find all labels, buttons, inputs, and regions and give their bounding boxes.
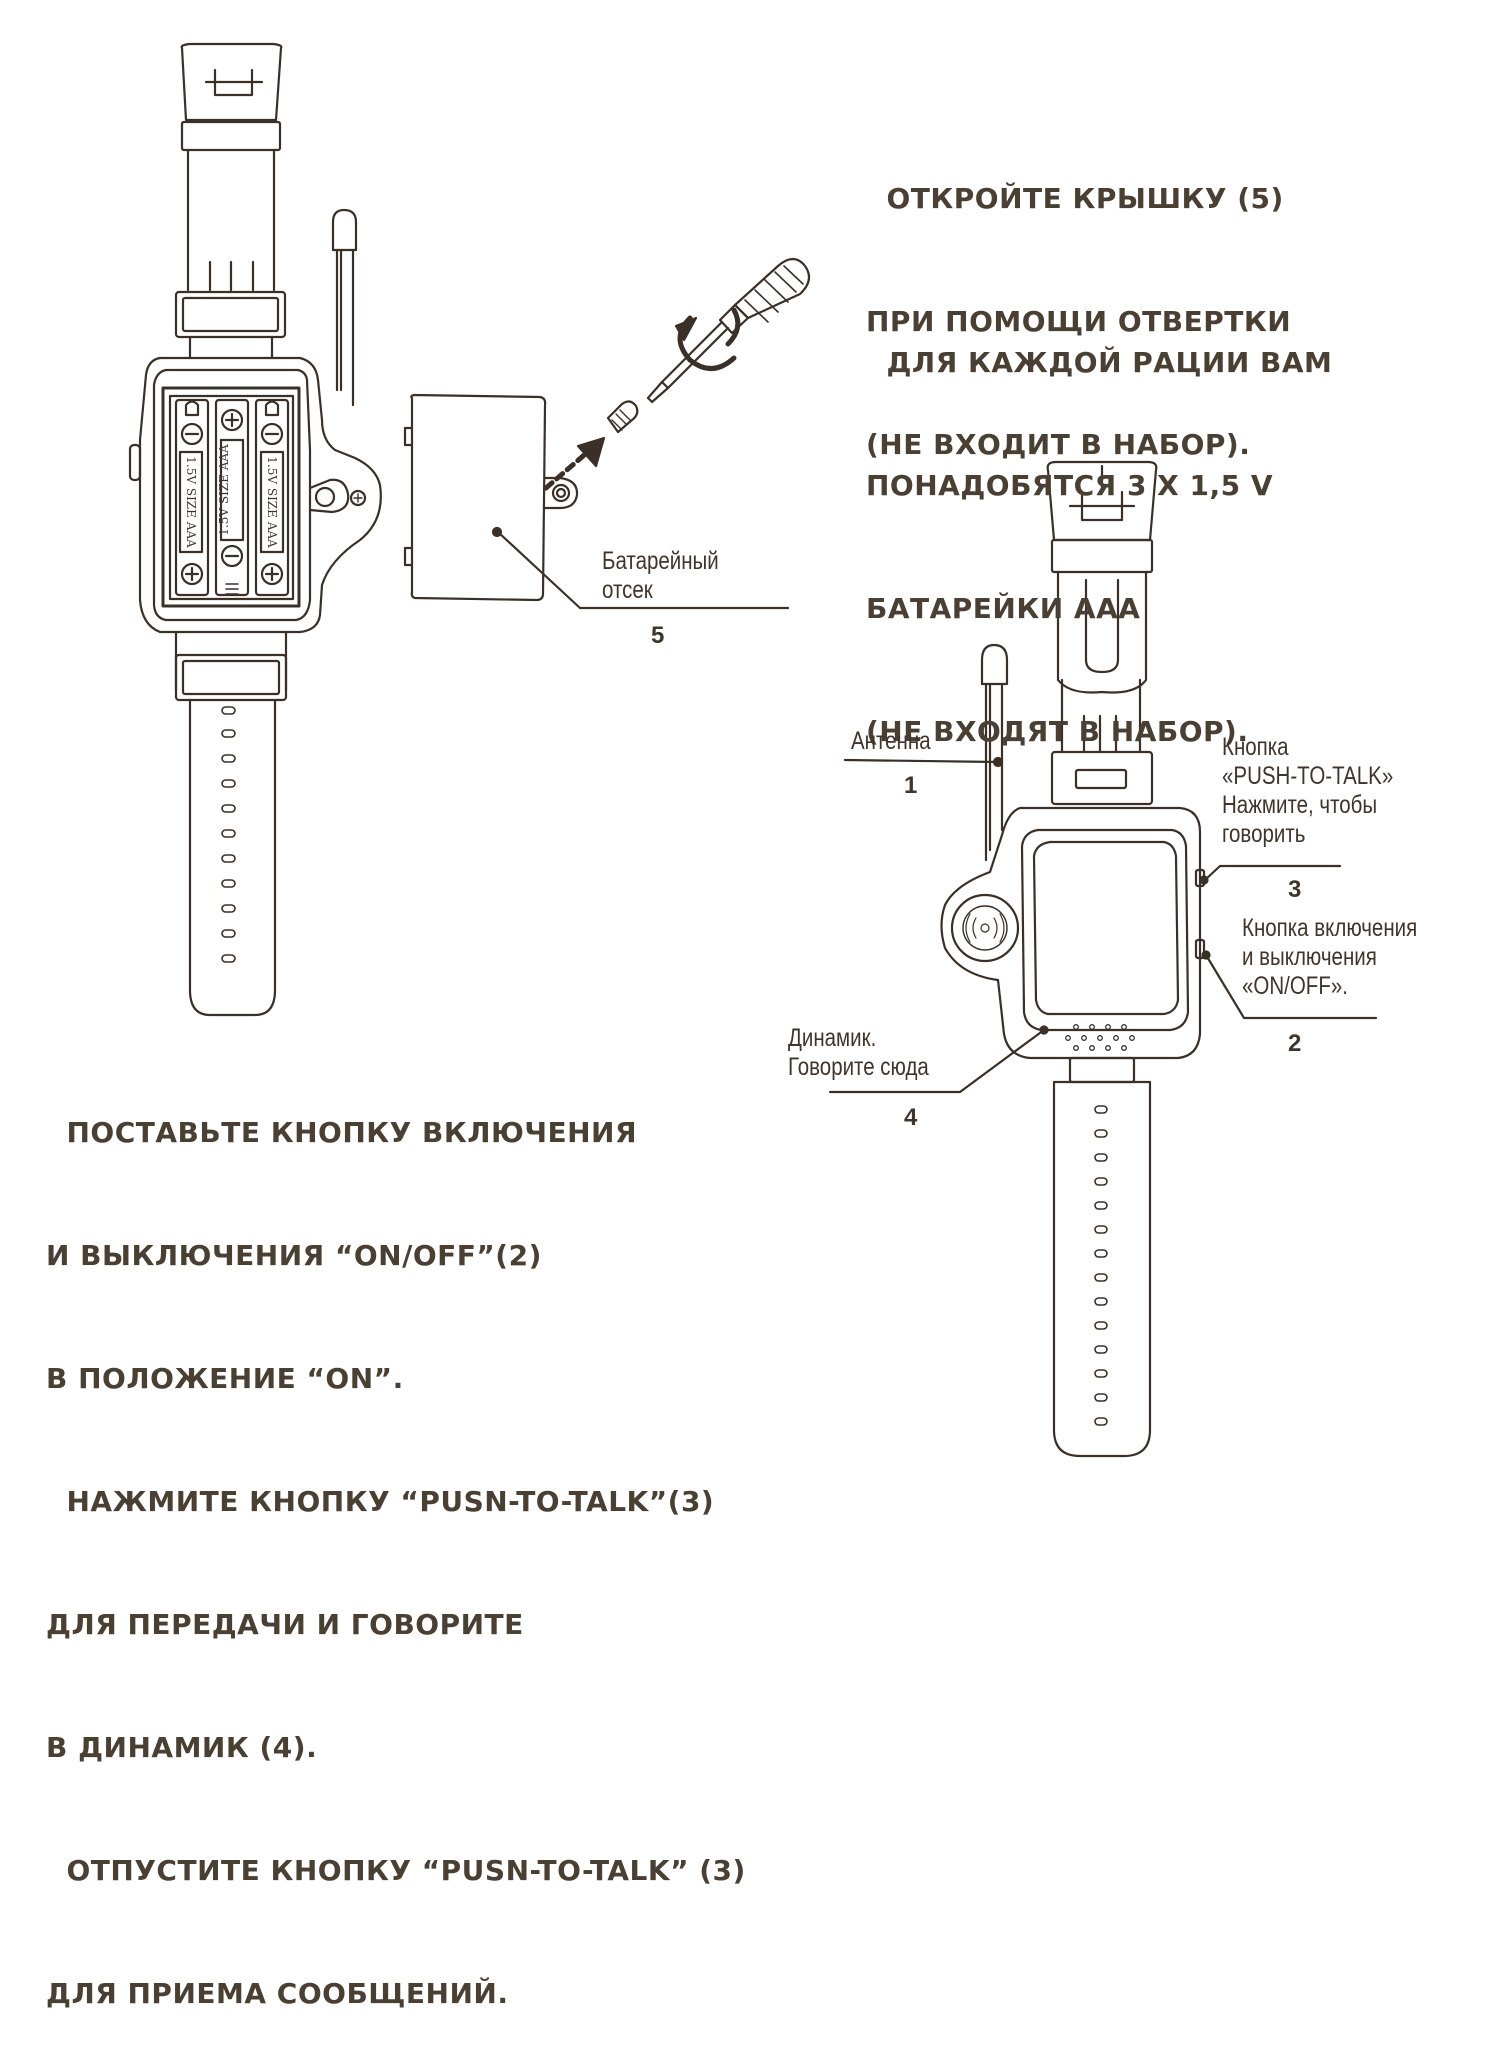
antenna-number: 1: [904, 772, 917, 800]
svg-text:1.5V SIZE AAA: 1.5V SIZE AAA: [217, 444, 231, 536]
svg-text:1.5V SIZE AAA: 1.5V SIZE AAA: [265, 456, 279, 548]
instruction-line: ПОСТАВЬТЕ КНОПКУ ВКЛЮЧЕНИЯ: [46, 1112, 746, 1153]
on-off-label: Кнопка включения и выключения «ON/OFF».: [1242, 914, 1417, 1001]
instruction-line: ДЛЯ ПРИЕМА СООБЩЕНИЙ.: [46, 1973, 746, 2014]
svg-text:1.5V SIZE AAA: 1.5V SIZE AAA: [184, 456, 198, 548]
speaker-label: Динамик. Говорите сюда: [788, 1024, 929, 1082]
screwdriver-icon: [648, 259, 809, 402]
instruction-line: В ДИНАМИК (4).: [46, 1727, 746, 1768]
left-lower-strap: [190, 700, 275, 1015]
instruction-line: ОТПУСТИТЕ КНОПКУ “PUSN-TO-TALK” (3): [46, 1850, 746, 1891]
battery-cover: [405, 395, 577, 600]
instruction-line: ПОНАДОБЯТСЯ 3 Х 1,5 V: [866, 465, 1332, 506]
speaker-number: 4: [904, 1104, 917, 1132]
push-to-talk-label: Кнопка «PUSH-TO-TALK» Нажмите, чтобы гов…: [1222, 733, 1393, 849]
battery-compartment-label: Батарейный отсек: [602, 547, 719, 605]
right-lower-strap: [1054, 1082, 1150, 1456]
instruction-usage: ПОСТАВЬТЕ КНОПКУ ВКЛЮЧЕНИЯ И ВЫКЛЮЧЕНИЯ …: [46, 1030, 746, 2055]
instruction-line: БАТАРЕЙКИ ААА: [866, 588, 1332, 629]
right-watch-body: [942, 808, 1201, 1058]
left-antenna: [333, 210, 356, 250]
callout-line-3: [1205, 866, 1340, 880]
instruction-line: НАЖМИТЕ КНОПКУ “PUSN-TO-TALK”(3): [46, 1481, 746, 1522]
instruction-line: ОТКРОЙТЕ КРЫШКУ (5): [866, 178, 1291, 219]
antenna-label: Антенна: [851, 727, 931, 756]
on-off-number: 2: [1288, 1030, 1301, 1058]
instruction-batteries: ДЛЯ КАЖДОЙ РАЦИИ ВАМ ПОНАДОБЯТСЯ 3 Х 1,5…: [866, 260, 1332, 793]
push-to-talk-number: 3: [1288, 876, 1301, 904]
instruction-line: В ПОЛОЖЕНИЕ “ON”.: [46, 1358, 746, 1399]
instruction-line: ДЛЯ КАЖДОЙ РАЦИИ ВАМ: [866, 342, 1332, 383]
instruction-line: ДЛЯ ПЕРЕДАЧИ И ГОВОРИТЕ: [46, 1604, 746, 1645]
battery-markings: 1.5V SIZE AAA 1.5V SIZE AAA 1.5V SIZE AA…: [184, 444, 279, 548]
battery-compartment-number: 5: [651, 622, 664, 650]
screw-icon: [608, 401, 637, 432]
left-watch: [130, 44, 381, 1015]
instruction-line: И ВЫКЛЮЧЕНИЯ “ON/OFF”(2): [46, 1235, 746, 1276]
insert-arrow: [546, 438, 604, 488]
